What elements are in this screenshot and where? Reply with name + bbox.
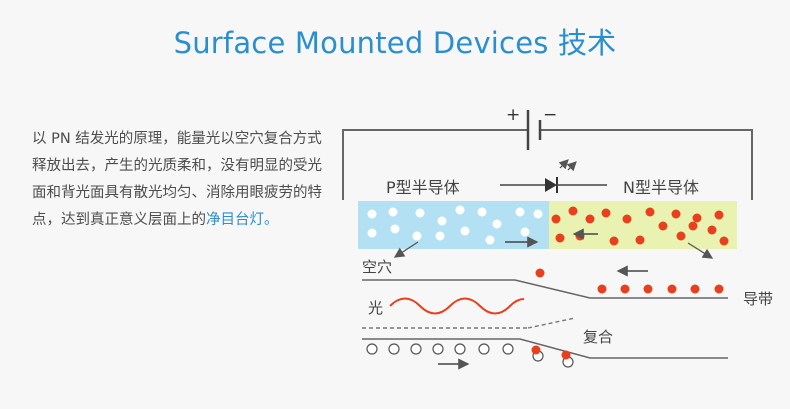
recombining-electrons bbox=[531, 345, 571, 360]
description-highlight: 净目台灯。 bbox=[206, 212, 279, 228]
valence-band-holes bbox=[366, 343, 574, 368]
circuit-wire bbox=[342, 129, 753, 200]
p-region-holes bbox=[367, 205, 543, 245]
electron-pointer-line bbox=[687, 242, 714, 259]
light-label: 光 bbox=[368, 299, 383, 317]
diode-symbol-icon bbox=[500, 159, 607, 193]
conduction-band-line bbox=[362, 279, 728, 299]
conduction-band-label: 导带 bbox=[743, 290, 773, 308]
battery-minus-label: − bbox=[543, 105, 557, 125]
valence-band-line bbox=[362, 338, 728, 359]
description-text: 以 PN 结发光的原理，能量光以空穴复合方式释放出去，产生的光质柔和，没有明显的… bbox=[32, 126, 324, 234]
n-region-electrons bbox=[551, 206, 729, 246]
hole-pointer-line bbox=[393, 241, 419, 258]
dashed-band-line-2 bbox=[527, 317, 576, 329]
battery-plus-label: + bbox=[506, 105, 520, 125]
description-body: 以 PN 结发光的原理，能量光以空穴复合方式释放出去，产生的光质柔和，没有明显的… bbox=[32, 131, 322, 228]
band-electrons bbox=[535, 268, 724, 294]
p-region-label: P型半导体 bbox=[386, 178, 460, 197]
n-region-label: N型半导体 bbox=[623, 178, 699, 197]
recombination-label: 复合 bbox=[583, 328, 613, 346]
page-title: Surface Mounted Devices 技术 bbox=[173, 26, 617, 60]
hole-label: 空穴 bbox=[362, 258, 392, 276]
light-wave-icon bbox=[389, 297, 525, 315]
